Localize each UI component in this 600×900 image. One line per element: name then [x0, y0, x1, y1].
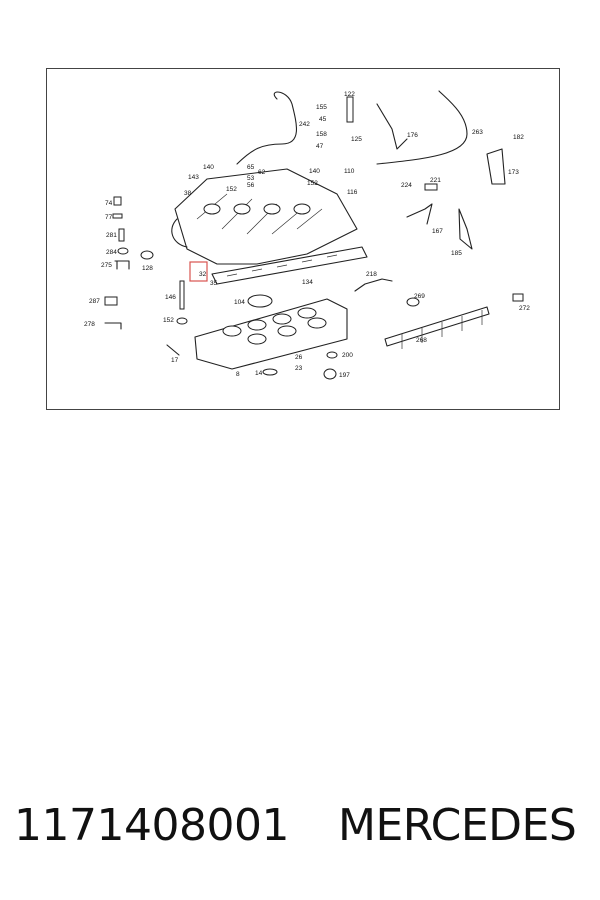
label-26: 26: [295, 354, 303, 361]
bracket-167: [406, 203, 433, 225]
label-200: 200: [342, 352, 353, 359]
manifold-gasket: [211, 246, 368, 285]
pipe-218: [354, 278, 393, 292]
exploded-parts-diagram: 122 155 242 45 158 125 176 263 182 47 17…: [84, 90, 530, 380]
label-167: 167: [432, 228, 443, 235]
highlight-box-32[interactable]: [189, 261, 208, 282]
label-116: 116: [347, 189, 358, 196]
label-8: 8: [236, 371, 240, 378]
label-158: 158: [316, 131, 327, 138]
label-35: 35: [210, 280, 218, 287]
intake-manifold: [171, 168, 358, 265]
label-134: 134: [302, 279, 313, 286]
label-140a: 140: [203, 164, 214, 171]
label-53: 53: [247, 175, 255, 182]
label-173: 173: [508, 169, 519, 176]
valve-269: [406, 297, 420, 307]
label-47: 47: [316, 143, 324, 150]
label-278: 278: [84, 321, 95, 328]
label-221: 221: [430, 177, 441, 184]
parts-diagram-frame: 122 155 242 45 158 125 176 263 182 47 17…: [46, 68, 560, 410]
ring-104: [247, 294, 273, 308]
label-104: 104: [234, 299, 245, 306]
cap-272: [512, 293, 524, 302]
washer-77: [112, 213, 123, 219]
spring-197: [323, 368, 337, 380]
product-footer: 1171408001 MERCEDES: [0, 800, 600, 860]
label-287: 287: [89, 298, 100, 305]
bolt-281: [118, 228, 125, 242]
label-275: 275: [101, 262, 112, 269]
tube-176: [376, 103, 408, 150]
label-17: 17: [171, 357, 179, 364]
label-140b: 140: [309, 168, 320, 175]
label-218: 218: [366, 271, 377, 278]
washer-152-lower: [176, 317, 188, 325]
label-23: 23: [295, 365, 303, 372]
label-146: 146: [165, 294, 176, 301]
hose-263: [376, 90, 468, 165]
label-38: 38: [184, 190, 192, 197]
seal-200: [326, 351, 338, 359]
brand-name: MERCEDES: [338, 800, 577, 851]
label-56: 56: [247, 182, 255, 189]
label-152c: 152: [163, 317, 174, 324]
label-77: 77: [105, 214, 113, 221]
bracket-278: [104, 322, 122, 330]
label-74: 74: [105, 200, 113, 207]
label-281: 281: [106, 232, 117, 239]
fuel-rail: [384, 306, 490, 349]
label-62: 62: [258, 169, 266, 176]
sensor-221: [424, 183, 438, 191]
label-197: 197: [339, 372, 350, 379]
bolt-287: [104, 296, 118, 306]
label-284: 284: [106, 249, 117, 256]
label-176: 176: [407, 132, 418, 139]
label-152a: 152: [226, 186, 237, 193]
label-272: 272: [519, 305, 530, 312]
label-182: 182: [513, 134, 524, 141]
label-65: 65: [247, 164, 255, 171]
pin-17: [166, 344, 180, 356]
callout-labels: 122 155 242 45 158 125 176 263 182 47 17…: [84, 91, 530, 379]
hose-242: [236, 91, 297, 165]
label-143: 143: [188, 174, 199, 181]
label-155: 155: [316, 104, 327, 111]
bolt-74: [113, 196, 122, 206]
bolt-146: [179, 280, 185, 310]
part-number: 1171408001: [14, 800, 289, 851]
bolt-122: [346, 96, 354, 123]
label-263: 263: [472, 129, 483, 136]
label-125: 125: [351, 136, 362, 143]
bracket-185: [458, 208, 473, 250]
label-32: 32: [199, 271, 207, 278]
washer-284: [117, 247, 129, 255]
bracket-173: [486, 148, 506, 185]
clip-275: [114, 260, 130, 270]
lower-manifold: [194, 298, 348, 370]
sensor-128: [140, 250, 154, 260]
label-122: 122: [344, 91, 355, 98]
label-242: 242: [299, 121, 310, 128]
washer-14: [262, 368, 278, 376]
label-152b: 152: [307, 180, 318, 187]
label-269: 269: [414, 293, 425, 300]
label-14: 14: [255, 370, 263, 377]
label-45: 45: [319, 116, 327, 123]
label-224: 224: [401, 182, 412, 189]
label-185: 185: [451, 250, 462, 257]
label-110: 110: [344, 168, 355, 175]
label-268: 268: [416, 337, 427, 344]
label-128: 128: [142, 265, 153, 272]
